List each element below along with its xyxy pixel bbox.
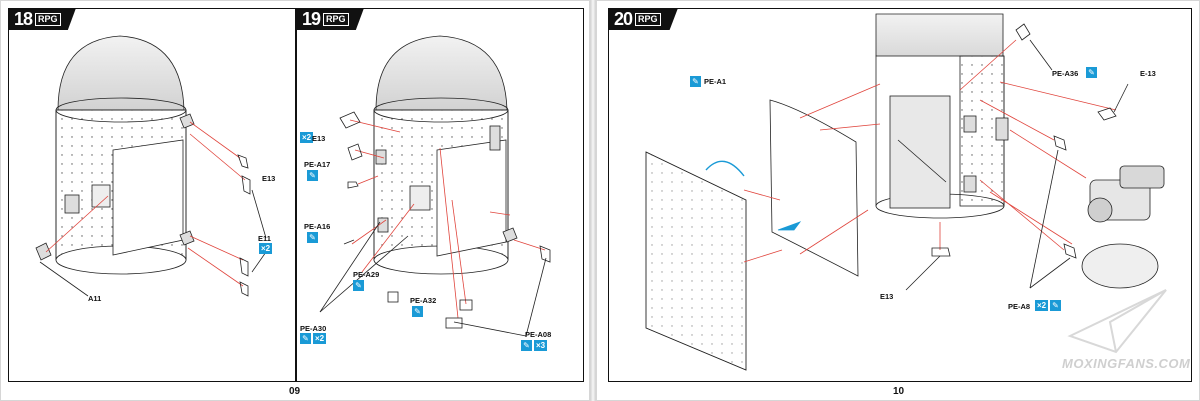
- photo-etch-icon: ✎: [1086, 67, 1097, 78]
- qty-badge: ×2: [300, 132, 314, 143]
- step-19-tag: 19 RPG: [296, 8, 364, 30]
- brand-logo: RPG: [35, 12, 61, 26]
- photo-etch-icon: ✎: [300, 333, 311, 344]
- step-number: 19: [302, 8, 321, 29]
- photo-etch-icon: ✎: [307, 170, 318, 181]
- step-19-frame: [296, 8, 584, 382]
- step-20-frame: [608, 8, 1192, 382]
- label-pe-a30: PE-A30: [300, 324, 327, 333]
- step-18-frame: [8, 8, 296, 382]
- page-number-right: 10: [893, 386, 905, 397]
- label-e13: E-13: [1140, 69, 1156, 78]
- step-20-drawing: [645, 13, 1165, 371]
- label-e13: E13: [312, 134, 326, 143]
- qty-badge: ×2: [259, 243, 273, 254]
- photo-etch-icon: ✎: [1050, 300, 1061, 311]
- page-number-left: 09: [289, 386, 301, 397]
- brand-logo: RPG: [323, 12, 349, 26]
- watermark-text: MOXINGFANS.COM: [1062, 356, 1191, 371]
- label-pe-a08: PE-A08: [525, 330, 552, 339]
- qty-badge: ×2: [1035, 300, 1049, 311]
- photo-etch-icon: ✎: [521, 340, 532, 351]
- photo-etch-icon: ✎: [353, 280, 364, 291]
- label-e11: E11: [258, 234, 271, 243]
- photo-etch-icon: ✎: [307, 232, 318, 243]
- step-18-drawing: [35, 35, 195, 275]
- label-pe-a32: PE-A32: [410, 296, 437, 305]
- label-e13: E13: [262, 174, 276, 183]
- step-number: 18: [14, 8, 33, 29]
- label-pe-a17: PE-A17: [304, 160, 331, 169]
- step-18-parts: [39, 154, 267, 297]
- qty-badge: ×2: [313, 333, 327, 344]
- step-19-parts: [319, 111, 551, 337]
- label-pe-a1: PE-A1: [704, 77, 727, 86]
- step-19-callouts: [349, 119, 546, 319]
- step-20-tag: 20 RPG: [608, 8, 678, 30]
- step-20-callouts: [743, 39, 1117, 263]
- step-18-callouts: [45, 121, 246, 287]
- photo-etch-icon: ✎: [412, 306, 423, 317]
- step-18-tag: 18 RPG: [8, 8, 76, 30]
- label-pe-a16: PE-A16: [304, 222, 331, 231]
- step-number: 20: [614, 8, 633, 29]
- label-pe-a36: PE-A36: [1052, 69, 1079, 78]
- label-pe-a29: PE-A29: [353, 270, 380, 279]
- brand-logo: RPG: [635, 12, 661, 26]
- watermark-logo: [1067, 289, 1167, 354]
- book-gutter: [590, 0, 596, 401]
- step-20-parts: [905, 23, 1129, 291]
- label-a11: A11: [88, 294, 102, 303]
- qty-badge: ×3: [534, 340, 548, 351]
- label-pe-a8: PE-A8: [1008, 302, 1031, 311]
- label-e13-bottom: E13: [880, 292, 894, 301]
- step-19-drawing: [373, 35, 518, 275]
- photo-etch-icon: ✎: [690, 76, 701, 87]
